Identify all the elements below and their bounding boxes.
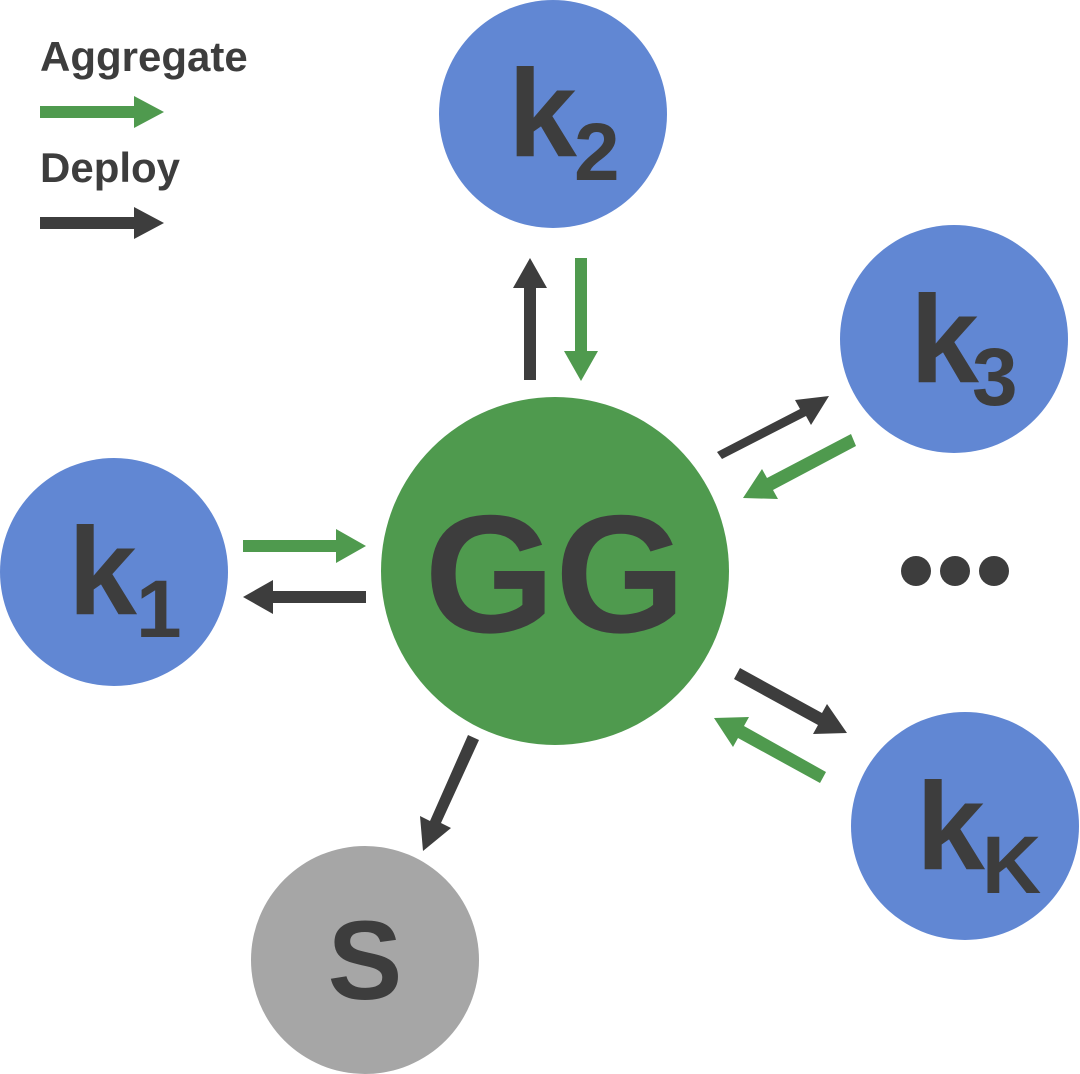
client-node-kk-subscript: K [982,820,1041,911]
client-node-k2: k 2 [439,0,667,228]
legend: Aggregate Deploy [40,33,248,239]
client-node-k1-subscript: 1 [136,564,182,655]
legend-deploy-label: Deploy [40,144,181,191]
legend-aggregate-label: Aggregate [40,33,248,80]
aggregate-arrow-k1-to-gg [243,529,366,563]
legend-aggregate-arrow [40,96,164,128]
deploy-arrow-gg-to-k3 [717,396,829,459]
aggregate-arrow-kk-to-gg [714,717,826,783]
legend-deploy-arrow [40,207,164,239]
deploy-arrow-gg-to-kk [734,668,847,734]
ellipsis-dot [901,556,931,586]
ellipsis-dot [979,556,1009,586]
aggregate-arrow-k3-to-gg [743,434,856,499]
client-node-k3: k 3 [840,225,1068,453]
client-node-k2-circle [439,0,667,228]
client-node-kk: k K [851,712,1079,940]
client-node-k3-circle [840,225,1068,453]
arrows [243,258,856,851]
deploy-arrow-gg-to-k1 [243,580,366,614]
client-node-kk-label: k [916,758,986,896]
client-node-k1-circle [0,458,228,686]
client-node-k1-label: k [68,503,138,641]
ellipsis-dot [940,556,970,586]
client-node-k3-subscript: 3 [972,332,1018,423]
aggregate-arrow-k2-to-gg [564,258,598,381]
client-node-k1: k 1 [0,458,228,686]
server-node-s-circle [251,846,479,1074]
ellipsis-more-clients [901,556,1009,586]
client-node-k2-label: k [508,45,578,183]
server-node-s: S [251,846,479,1074]
client-node-kk-circle [851,712,1079,940]
center-node-gg-label: GG [424,480,685,668]
deploy-arrow-gg-to-k2 [513,258,547,380]
client-node-k2-subscript: 2 [574,107,620,198]
client-node-k3-label: k [910,271,980,409]
center-node-gg: GG [381,397,729,745]
server-node-s-label: S [328,898,403,1023]
center-node-gg-circle [381,397,729,745]
deploy-arrow-gg-to-s [420,735,479,851]
